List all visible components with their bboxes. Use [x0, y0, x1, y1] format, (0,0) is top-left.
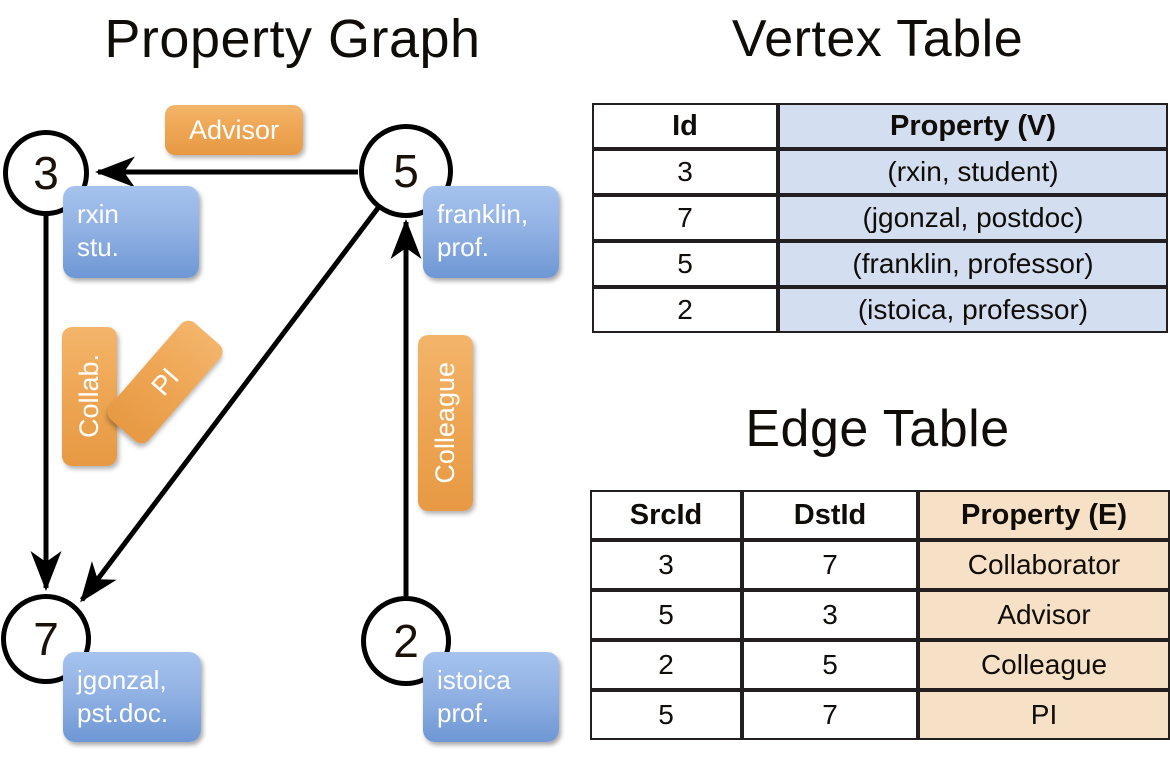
vertex-cell-property: (franklin, professor)	[778, 241, 1168, 287]
edge-label-collab-text: Collab.	[74, 354, 104, 439]
edge-label-pi-text: PI	[144, 362, 185, 402]
edge-label-colleague-text: Colleague	[430, 362, 460, 484]
edge-label-collab: Collab.	[62, 327, 117, 466]
graph-node-7-id: 7	[33, 613, 59, 665]
graph-node-3-role: stu.	[77, 232, 119, 262]
edge-label-advisor: Advisor	[165, 105, 303, 155]
table-row[interactable]: 5 3 Advisor	[590, 590, 1170, 640]
table-row[interactable]: 2 (istoica, professor)	[592, 287, 1168, 333]
graph-node-5-name: franklin,	[437, 199, 529, 229]
table-row[interactable]: 5 7 PI	[590, 690, 1170, 740]
table-row[interactable]: 3 7 Collaborator	[590, 540, 1170, 590]
vertex-cell-property: (istoica, professor)	[778, 287, 1168, 333]
graph-node-2-property-box: istoica prof.	[423, 652, 559, 742]
edge-table-header-row: SrcId DstId Property (E)	[590, 490, 1170, 540]
edge-arrow-pi	[80, 206, 380, 603]
vertex-cell-id: 7	[592, 195, 778, 241]
edge-table-col-dstid: DstId	[742, 490, 918, 540]
vertex-cell-id: 5	[592, 241, 778, 287]
graph-node-5-property-box: franklin, prof.	[423, 186, 559, 278]
edge-table: SrcId DstId Property (E) 3 7 Collaborato…	[590, 490, 1170, 740]
table-row[interactable]: 5 (franklin, professor)	[592, 241, 1168, 287]
vertex-cell-id: 2	[592, 287, 778, 333]
edge-label-advisor-text: Advisor	[188, 114, 280, 145]
edge-cell-dstid: 7	[742, 690, 918, 740]
edge-cell-property: Colleague	[918, 640, 1170, 690]
graph-node-7-property-box: jgonzal, pst.doc.	[63, 652, 201, 742]
vertex-cell-id: 3	[592, 149, 778, 195]
edge-table-col-property: Property (E)	[918, 490, 1170, 540]
table-row[interactable]: 3 (rxin, student)	[592, 149, 1168, 195]
page-title-vertex-table: Vertex Table	[731, 10, 1024, 68]
vertex-table-header-row: Id Property (V)	[592, 103, 1168, 149]
graph-node-2[interactable]: 2	[361, 596, 451, 686]
table-row[interactable]: 7 (jgonzal, postdoc)	[592, 195, 1168, 241]
edge-cell-property: PI	[918, 690, 1170, 740]
edge-cell-dstid: 3	[742, 590, 918, 640]
edge-table-col-srcid: SrcId	[590, 490, 742, 540]
edge-cell-dstid: 7	[742, 540, 918, 590]
graph-node-3-name: rxin	[77, 199, 119, 229]
vertex-cell-property: (rxin, student)	[778, 149, 1168, 195]
edge-cell-dstid: 5	[742, 640, 918, 690]
graph-node-3-property-box: rxin stu.	[63, 186, 199, 278]
edge-label-colleague: Colleague	[418, 335, 473, 511]
edge-cell-property: Collaborator	[918, 540, 1170, 590]
vertex-table-col-id: Id	[592, 103, 778, 149]
graph-node-3-id: 3	[33, 147, 59, 199]
graph-edges	[30, 156, 422, 603]
graph-node-2-role: prof.	[437, 698, 490, 728]
graph-node-7-name: jgonzal,	[77, 665, 167, 695]
page-title-property-graph: Property Graph	[104, 9, 481, 69]
page-title-edge-table: Edge Table	[745, 400, 1010, 458]
edge-cell-srcid: 5	[590, 690, 742, 740]
vertex-cell-property: (jgonzal, postdoc)	[778, 195, 1168, 241]
graph-node-7-role: pst.doc.	[77, 698, 169, 728]
edge-cell-property: Advisor	[918, 590, 1170, 640]
graph-node-5-role: prof.	[437, 232, 490, 262]
edge-cell-srcid: 2	[590, 640, 742, 690]
table-row[interactable]: 2 5 Colleague	[590, 640, 1170, 690]
graph-node-2-id: 2	[393, 615, 419, 667]
vertex-table: Id Property (V) 3 (rxin, student) 7 (jgo…	[592, 103, 1168, 333]
edge-cell-srcid: 3	[590, 540, 742, 590]
graph-node-2-name: istoica	[437, 665, 511, 695]
edge-cell-srcid: 5	[590, 590, 742, 640]
graph-node-5-id: 5	[393, 145, 419, 197]
graph-node-5[interactable]: 5	[359, 124, 453, 218]
vertex-table-col-property: Property (V)	[778, 103, 1168, 149]
